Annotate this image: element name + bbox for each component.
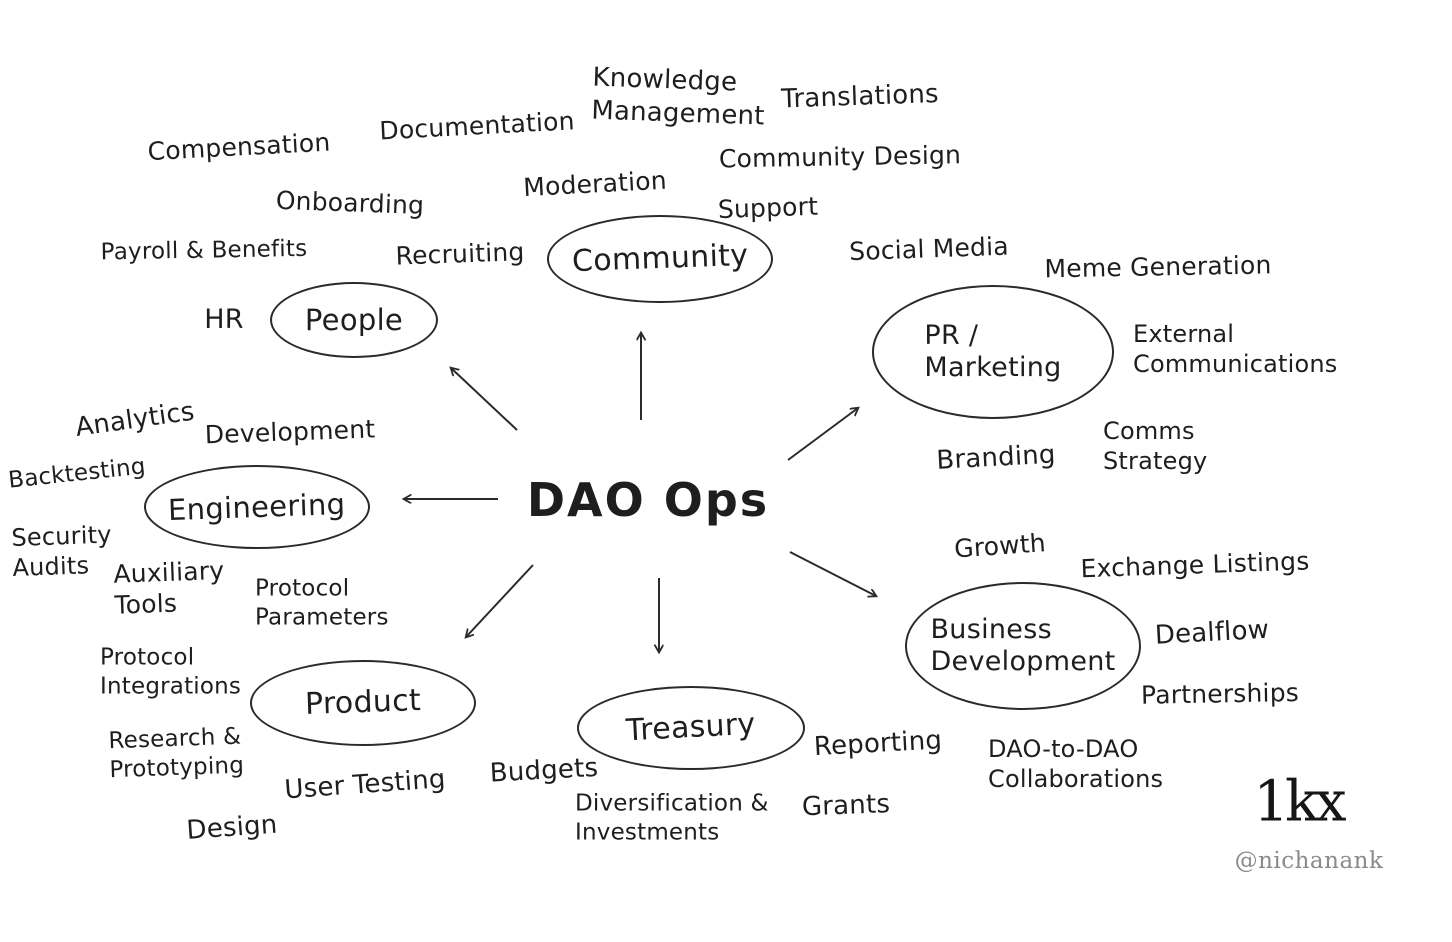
- center-node-dao-ops: DAO Ops: [526, 473, 770, 527]
- label-translations: Translations: [780, 79, 940, 115]
- label-partnerships: Partnerships: [1140, 677, 1300, 710]
- label-social-media: Social Media: [848, 231, 1010, 267]
- label-design: Design: [185, 809, 279, 846]
- watermark-handle: @nichanank: [1234, 848, 1384, 874]
- label-research-prototyping: Research &Prototyping: [108, 723, 245, 783]
- node-label-engineering: Engineering: [167, 486, 347, 527]
- label-meme-generation: Meme Generation: [1044, 250, 1272, 284]
- 1kx-logo: 1kx: [1253, 769, 1346, 835]
- label-diversification-investments: Diversification &Investments: [575, 790, 769, 845]
- node-engineering: Engineering: [144, 465, 370, 549]
- label-reporting: Reporting: [813, 725, 943, 763]
- arrow-to-business-development: [789, 551, 876, 596]
- label-recruiting: Recruiting: [395, 237, 525, 271]
- node-product: Product: [250, 660, 476, 746]
- label-budgets: Budgets: [489, 752, 599, 789]
- node-label-treasury: Treasury: [625, 706, 757, 749]
- label-payroll-benefits: Payroll & Benefits: [100, 235, 308, 266]
- label-branding: Branding: [935, 439, 1057, 476]
- node-label-pr-marketing: PR /Marketing: [924, 319, 1062, 383]
- node-pr-marketing: PR /Marketing: [872, 285, 1114, 419]
- label-dealflow: Dealflow: [1154, 614, 1270, 651]
- node-label-community: Community: [571, 237, 749, 280]
- label-hr: HR: [204, 304, 244, 336]
- node-label-people: People: [304, 302, 404, 337]
- arrow-to-pr-marketing: [787, 408, 858, 461]
- label-support: Support: [717, 191, 819, 225]
- node-treasury: Treasury: [577, 686, 805, 770]
- label-growth: Growth: [953, 528, 1047, 564]
- arrow-to-product: [466, 564, 534, 637]
- label-development: Development: [204, 414, 376, 450]
- label-grants: Grants: [801, 789, 891, 823]
- node-community: Community: [547, 215, 773, 303]
- node-label-product: Product: [304, 682, 422, 723]
- node-people: People: [270, 282, 438, 358]
- arrow-to-people: [451, 368, 518, 431]
- label-community-design: Community Design: [718, 140, 962, 174]
- label-onboarding: Onboarding: [275, 185, 425, 220]
